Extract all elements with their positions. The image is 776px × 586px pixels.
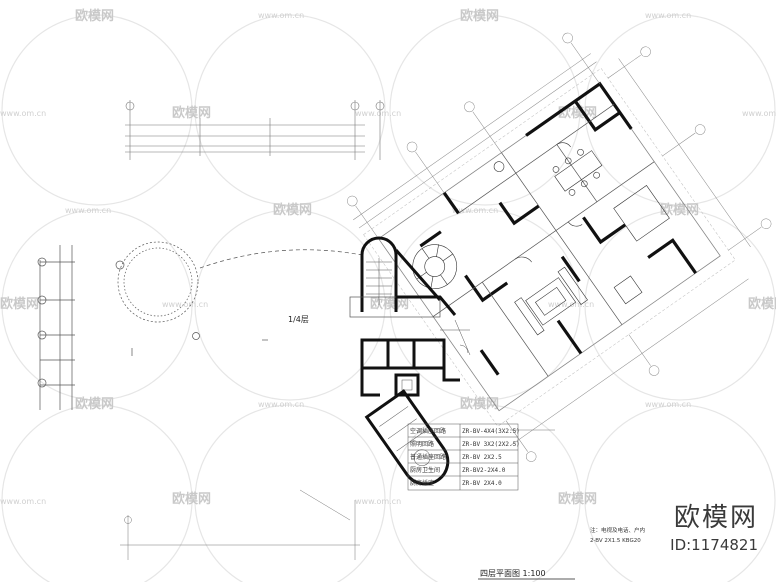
- watermark-site: www.om.cn: [0, 109, 46, 118]
- legend-spec: ZR-BV 2X4.0: [462, 480, 502, 487]
- watermark-site: www.om.cn: [162, 300, 208, 309]
- watermark-brand: 欧模网: [748, 296, 776, 312]
- bottom-dimension-lines: [120, 429, 555, 560]
- legend-name: 照明回路: [410, 440, 434, 448]
- watermark-site: www.om.cn: [355, 497, 401, 506]
- brand-name: 欧模网: [673, 503, 758, 533]
- watermark-brand: 欧模网: [660, 202, 699, 218]
- legend-spec: ZR-BV-4X4(3X2.5): [462, 428, 520, 435]
- watermark-site: www.om.cn: [0, 497, 46, 506]
- watermark-brand: 欧模网: [370, 296, 409, 312]
- building-plan: [346, 32, 772, 462]
- watermark-brand: 欧模网: [75, 396, 114, 412]
- watermark-site: www.om.cn: [452, 206, 498, 215]
- legend-name: 空调插座回路: [410, 427, 446, 435]
- model-id-label: ID:1174821: [670, 536, 758, 554]
- watermark-site: www.om.cn: [65, 206, 111, 215]
- legend-spec: ZR-BV 2X2.5: [462, 454, 502, 461]
- watermark-brand: 欧模网: [0, 296, 39, 312]
- watermark-site: www.om.cn: [742, 109, 776, 118]
- watermark-site: www.om.cn: [258, 400, 304, 409]
- left-plan-area: [37, 241, 363, 410]
- legend-table: 空调插座回路 ZR-BV-4X4(3X2.5) 照明回路 ZR-BV 3X2(2…: [407, 423, 520, 491]
- top-dimension-lines: [125, 100, 385, 160]
- drawing-title-block: 四层平面图 1:100: [478, 569, 575, 580]
- brand-stamp: 欧模网 ID:1174821: [618, 497, 758, 554]
- center-level-label: 1/4层: [288, 315, 309, 324]
- watermark-brand: 欧模网: [75, 8, 114, 24]
- watermark-site: www.om.cn: [645, 400, 691, 409]
- watermark-brand: 欧模网: [172, 491, 211, 507]
- left-wing: [349, 236, 471, 486]
- drawing-notes: 注：电视及电话、户内 2-BV 2X1.5 KBG20: [590, 526, 645, 544]
- watermark-circles: [1, 14, 776, 586]
- legend-spec: ZR-BV2-2X4.0: [462, 467, 506, 474]
- legend-name: 厨房卫生间: [410, 466, 440, 474]
- note-line: 注：电视及电话、户内: [590, 526, 645, 534]
- watermark-site: www.om.cn: [548, 300, 594, 309]
- watermark-brand: 欧模网: [558, 491, 597, 507]
- watermark-brand: 欧模网: [172, 105, 211, 121]
- legend-name: 普通插座回路: [410, 453, 446, 461]
- note-line: 2-BV 2X1.5 KBG20: [590, 538, 641, 544]
- watermark-brand: 欧模网: [460, 8, 499, 24]
- legend-spec: ZR-BV 3X2(2X2.5): [462, 441, 520, 448]
- legend-name: 厨房插座: [410, 479, 434, 487]
- watermark-texts: 欧模网 欧模网 欧模网 欧模网 欧模网 欧模网 欧模网 欧模网 欧模网 欧模网 …: [0, 8, 776, 507]
- drawing-title: 四层平面图 1:100: [480, 569, 546, 578]
- watermark-site: www.om.cn: [645, 11, 691, 20]
- watermark-site: www.om.cn: [355, 109, 401, 118]
- watermark-site: www.om.cn: [258, 11, 304, 20]
- watermark-brand: 欧模网: [460, 396, 499, 412]
- watermark-brand: 欧模网: [273, 202, 312, 218]
